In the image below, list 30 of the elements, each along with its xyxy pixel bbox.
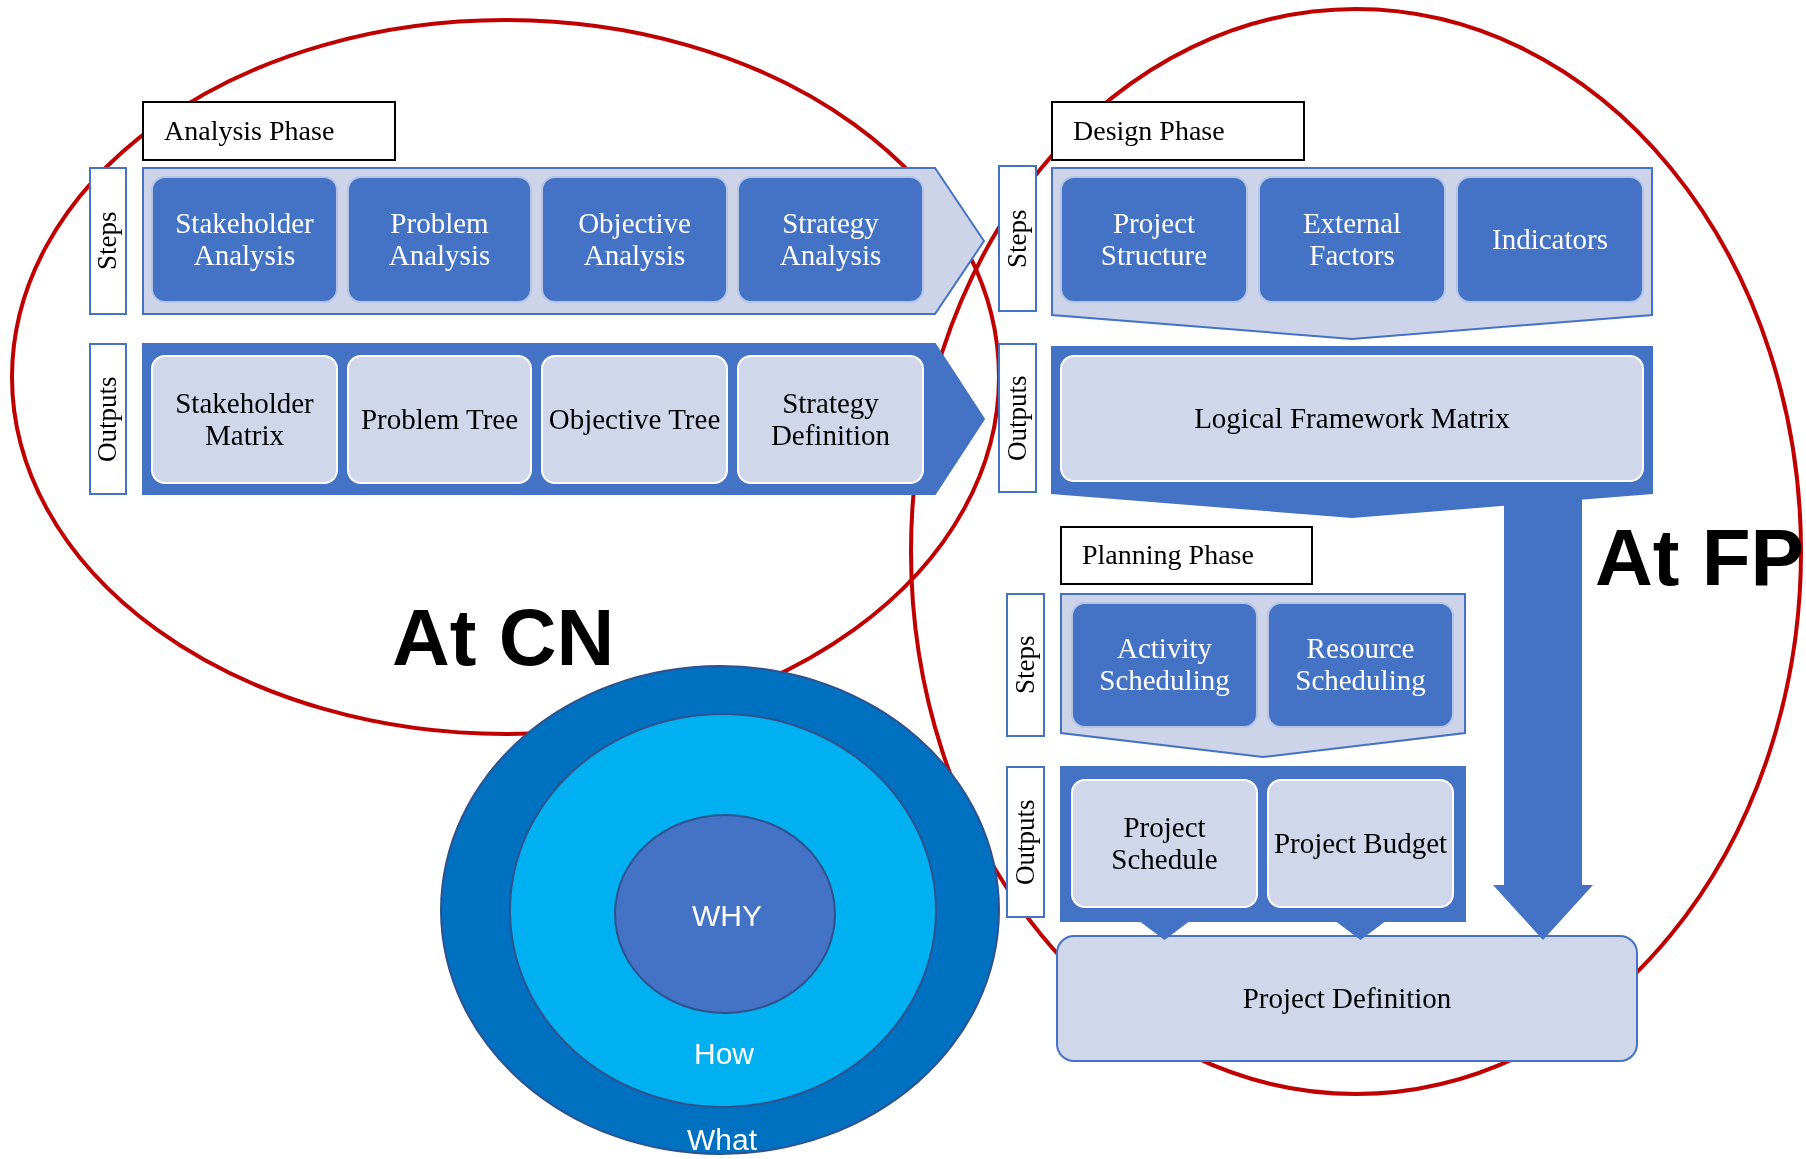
circle-label: What <box>687 1123 757 1157</box>
step-box: External Factors <box>1258 176 1446 303</box>
row-label: Outputs <box>1006 766 1045 918</box>
result-box: Project Definition <box>1056 935 1638 1062</box>
circle-label: WHY <box>692 899 762 933</box>
step-box: Stakeholder Analysis <box>151 176 338 303</box>
phase-label: Analysis Phase <box>142 101 396 161</box>
row-label: Outputs <box>89 343 127 495</box>
output-box: Project Schedule <box>1071 779 1258 908</box>
step-box: Objective Analysis <box>541 176 728 303</box>
row-label: Outputs <box>998 343 1037 493</box>
region-label: At CN <box>392 598 615 678</box>
step-box: Project Structure <box>1060 176 1248 303</box>
circle-label: How <box>694 1037 754 1071</box>
output-box: Project Budget <box>1267 779 1454 908</box>
row-label: Steps <box>89 167 127 315</box>
output-box: Strategy Definition <box>737 355 924 484</box>
row-label: Steps <box>1006 593 1045 737</box>
step-box: Problem Analysis <box>347 176 532 303</box>
step-box: Activity Scheduling <box>1071 602 1258 728</box>
output-box: Stakeholder Matrix <box>151 355 338 484</box>
output-box: Logical Framework Matrix <box>1060 355 1644 482</box>
phase-label: Planning Phase <box>1060 526 1313 585</box>
output-box: Problem Tree <box>347 355 532 484</box>
output-box: Objective Tree <box>541 355 728 484</box>
row-label: Steps <box>998 165 1037 312</box>
step-box: Resource Scheduling <box>1267 602 1454 728</box>
step-box: Strategy Analysis <box>737 176 924 303</box>
phase-label: Design Phase <box>1051 101 1305 161</box>
step-box: Indicators <box>1456 176 1644 303</box>
